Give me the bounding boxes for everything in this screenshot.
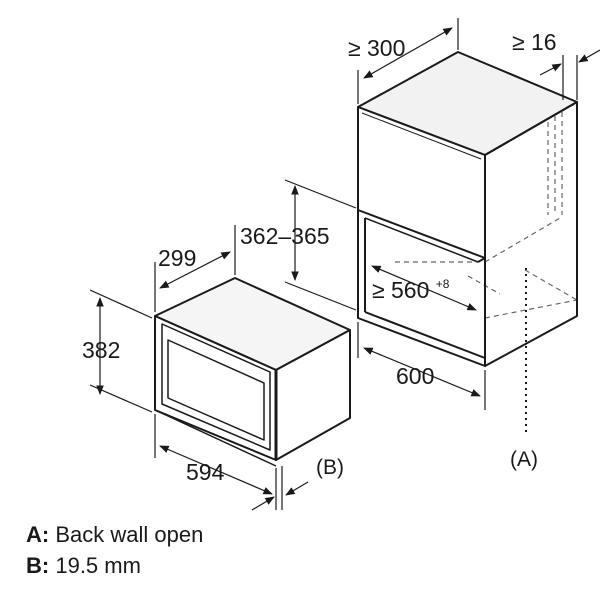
legend-b-key: B:	[26, 553, 50, 578]
niche-frame	[357, 210, 486, 367]
appliance-window	[167, 339, 265, 441]
dim-niche-height: 362–365	[240, 223, 330, 249]
callout-a: (A)	[510, 448, 538, 471]
dim-ventilation-gap: ≥ 16	[512, 29, 557, 55]
appliance	[154, 277, 351, 467]
callout-b: (B)	[316, 456, 344, 479]
dim-appliance-depth: 299	[158, 245, 196, 271]
dim-niche-depth: ≥ 300	[348, 35, 405, 61]
cabinet	[357, 51, 578, 367]
dimension-lines	[89, 18, 600, 511]
dim-appliance-height: 382	[82, 337, 120, 363]
legend-b: B: 19.5 mm	[26, 553, 141, 579]
dim-appliance-width: 594	[186, 459, 225, 485]
legend-b-text: 19.5 mm	[55, 553, 141, 578]
dim-niche-width-tolerance: +8	[436, 277, 450, 291]
dim-niche-width-base: ≥ 560	[372, 277, 429, 303]
legend-a: A: Back wall open	[26, 522, 203, 548]
dim-niche-width: ≥ 560 +8	[372, 277, 450, 303]
dim-cabinet-width: 600	[396, 363, 434, 389]
legend-a-text: Back wall open	[55, 522, 204, 547]
legend-a-key: A:	[26, 522, 50, 547]
